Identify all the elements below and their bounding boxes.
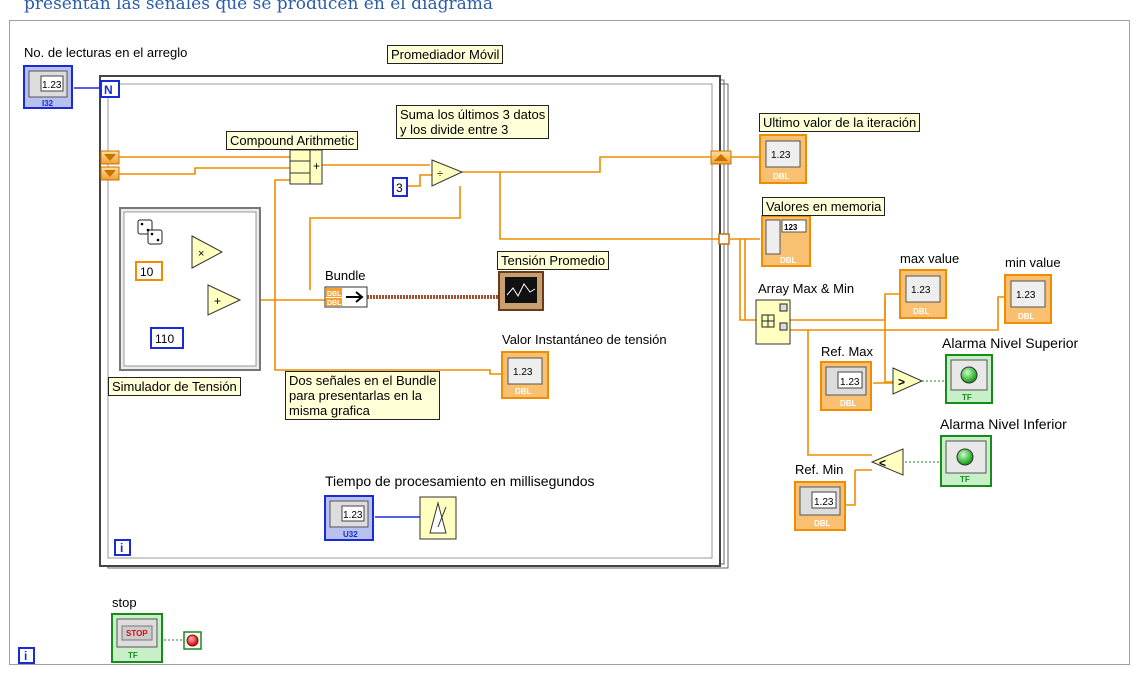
- greater-than-node[interactable]: >: [892, 367, 924, 395]
- compound-arithmetic-label: Compound Arithmetic: [226, 131, 359, 150]
- ref-min-label: Ref. Min: [795, 462, 844, 477]
- caption-bar: presentan las señales que se producen en…: [0, 0, 1139, 20]
- constant-3[interactable]: 3: [392, 177, 408, 197]
- random-number-icon[interactable]: [137, 219, 163, 245]
- svg-text:×: ×: [198, 248, 204, 260]
- svg-text:DBL: DBL: [814, 519, 831, 528]
- svg-text:1.23: 1.23: [840, 377, 860, 388]
- stop-label: stop: [112, 595, 137, 610]
- ref-max-label: Ref. Max: [821, 344, 874, 359]
- svg-text:+: +: [214, 294, 221, 308]
- indexing-tunnel[interactable]: [718, 233, 730, 245]
- min-value-indicator[interactable]: 1.23 DBL: [1004, 274, 1052, 324]
- bundle-node[interactable]: DBL DBL: [324, 286, 368, 308]
- less-than-node[interactable]: <: [870, 448, 904, 476]
- valores-memoria-indicator[interactable]: 123 DBL: [761, 215, 811, 267]
- svg-text:1.23: 1.23: [1016, 290, 1036, 301]
- svg-text:1.23: 1.23: [513, 367, 533, 378]
- svg-text:DBL: DBL: [780, 256, 797, 265]
- tension-promedio-label: Tensión Promedio: [497, 251, 610, 270]
- svg-text:DBL: DBL: [327, 291, 342, 298]
- suma-note: Suma los últimos 3 datos y los divide en…: [396, 105, 550, 139]
- caption-text: presentan las señales que se producen en…: [24, 0, 493, 14]
- add-node[interactable]: +: [207, 284, 242, 316]
- array-max-min-node[interactable]: [755, 299, 791, 345]
- alarma-inferior-indicator[interactable]: TF: [940, 435, 992, 487]
- svg-text:DBL: DBL: [1018, 312, 1035, 321]
- svg-text:+: +: [313, 159, 320, 173]
- max-value-label: max value: [900, 251, 960, 266]
- valores-memoria-label: Valores en memoria: [762, 197, 886, 216]
- bundle-note: Dos señales en el Bundle para presentarl…: [285, 371, 441, 420]
- compound-arithmetic-node[interactable]: +: [289, 149, 323, 185]
- tension-promedio-chart[interactable]: [498, 271, 544, 311]
- svg-text:DBL: DBL: [773, 172, 790, 181]
- valor-instantaneo-indicator[interactable]: 1.23 DBL: [501, 351, 549, 399]
- stop-button-control[interactable]: STOP TF: [111, 613, 163, 663]
- svg-text:I32: I32: [42, 99, 54, 108]
- svg-text:1.23: 1.23: [911, 285, 931, 296]
- svg-text:TF: TF: [962, 393, 972, 402]
- svg-text:1.23: 1.23: [42, 80, 62, 91]
- promediador-label: Promediador Móvil: [387, 45, 504, 64]
- svg-text:DBL: DBL: [515, 387, 532, 396]
- tiempo-label: Tiempo de procesamiento en millisegundos: [325, 473, 595, 489]
- ultimo-valor-label: Ultimo valor de la iteración: [759, 113, 921, 132]
- lecturas-control[interactable]: 1.23 I32: [23, 65, 73, 109]
- svg-text:1.23: 1.23: [814, 497, 834, 508]
- svg-text:<: <: [879, 456, 886, 470]
- wait-ms-icon[interactable]: [419, 496, 457, 540]
- constant-10[interactable]: 10: [135, 261, 163, 281]
- svg-text:÷: ÷: [437, 168, 443, 180]
- max-value-indicator[interactable]: 1.23 DBL: [899, 269, 947, 319]
- svg-text:123: 123: [784, 223, 798, 232]
- bundle-label: Bundle: [325, 268, 366, 283]
- svg-text:DBL: DBL: [913, 307, 930, 316]
- iteration-terminal-inner[interactable]: i: [114, 539, 131, 556]
- divide-node[interactable]: ÷: [431, 159, 464, 187]
- svg-text:i: i: [24, 649, 27, 663]
- simulador-subdiagram: [119, 207, 261, 371]
- green-wires: [164, 380, 946, 641]
- svg-text:10: 10: [140, 265, 154, 279]
- valor-instantaneo-label: Valor Instantáneo de tensión: [502, 332, 667, 347]
- svg-text:TF: TF: [960, 475, 970, 484]
- constant-110[interactable]: 110: [150, 327, 184, 349]
- svg-text:TF: TF: [128, 651, 138, 660]
- svg-text:>: >: [898, 375, 905, 389]
- multiply-node[interactable]: ×: [191, 235, 224, 269]
- alarma-superior-indicator[interactable]: TF: [945, 354, 993, 404]
- shift-register-right[interactable]: [710, 150, 732, 165]
- simulador-label: Simulador de Tensión: [108, 377, 241, 396]
- svg-text:U32: U32: [343, 530, 358, 539]
- alarma-inferior-label: Alarma Nivel Inferior: [940, 416, 1067, 432]
- lecturas-label: No. de lecturas en el arreglo: [24, 45, 188, 60]
- array-max-min-label: Array Max & Min: [758, 281, 855, 296]
- svg-text:DBL: DBL: [327, 300, 342, 307]
- loop-condition-terminal[interactable]: [183, 631, 202, 650]
- iteration-terminal-outer[interactable]: i: [18, 647, 35, 664]
- loop-count-terminal[interactable]: N: [100, 80, 120, 98]
- svg-text:STOP: STOP: [126, 629, 148, 638]
- shift-register-left[interactable]: [100, 150, 120, 181]
- ref-min-control[interactable]: 1.23 DBL: [794, 481, 846, 531]
- min-value-label: min value: [1005, 255, 1061, 270]
- svg-text:110: 110: [155, 332, 174, 346]
- svg-text:DBL: DBL: [840, 399, 857, 408]
- ref-max-control[interactable]: 1.23 DBL: [820, 361, 872, 411]
- tiempo-control[interactable]: 1.23 U32: [324, 495, 374, 541]
- n-label: N: [104, 83, 113, 97]
- svg-text:1.23: 1.23: [343, 510, 363, 521]
- svg-text:1.23: 1.23: [771, 150, 791, 161]
- alarma-superior-label: Alarma Nivel Superior: [942, 335, 1079, 351]
- svg-text:3: 3: [396, 181, 403, 195]
- ultimo-valor-indicator[interactable]: 1.23 DBL: [759, 134, 807, 184]
- svg-text:i: i: [120, 541, 123, 555]
